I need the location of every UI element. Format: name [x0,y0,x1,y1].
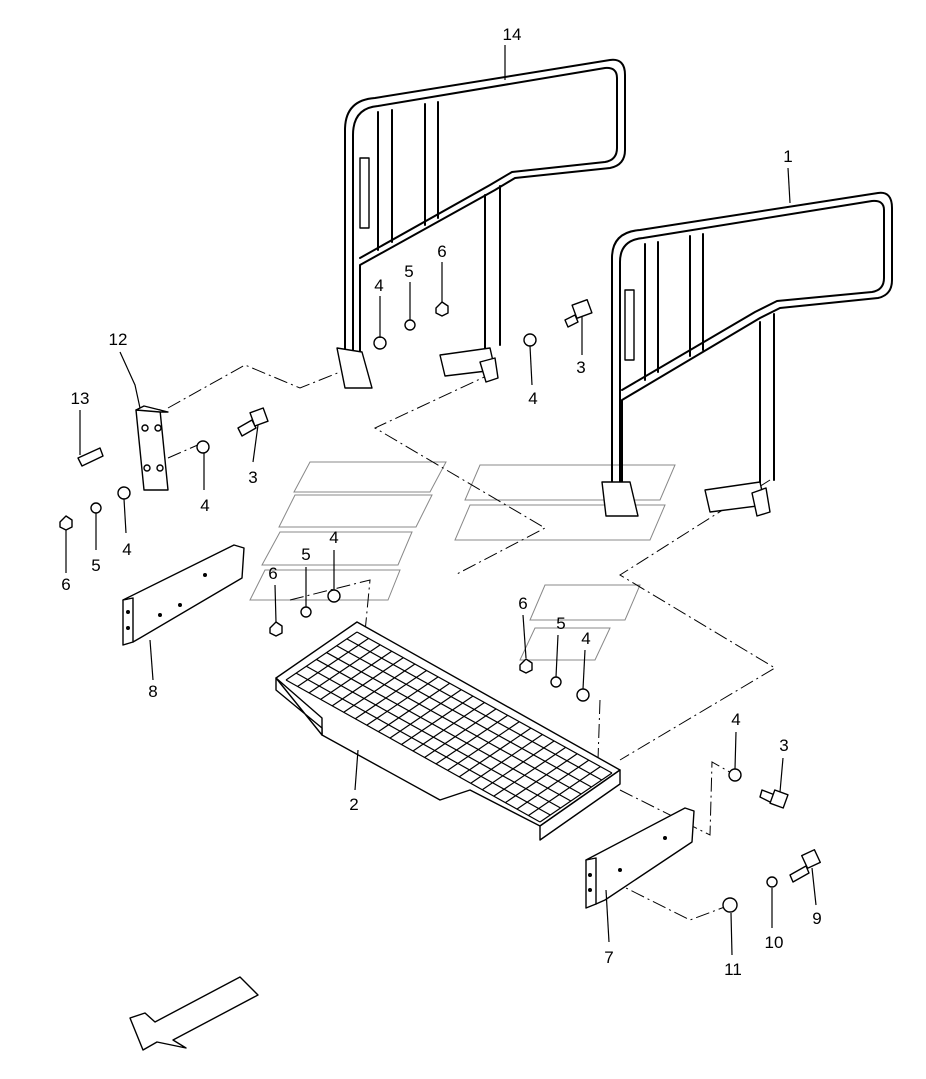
callout-3: 3 [248,468,257,487]
callout-13: 13 [71,389,90,408]
callout-3: 3 [576,358,585,377]
callout-14: 14 [503,25,522,44]
grating-bar [331,657,404,707]
grating-bar [295,672,551,816]
grating-bar [354,669,427,720]
callout-labels: 14 1 12 13 4 5 6 3 4 3 4 4 5 6 6 5 4 8 6… [61,25,821,979]
callout-5: 5 [91,556,100,575]
callout-5: 5 [301,545,310,564]
handrail-right-part-1 [601,191,893,517]
grating-bar [356,631,613,774]
callout-4: 4 [581,629,590,648]
callout-1: 1 [783,147,792,166]
grating-bar [424,708,497,758]
callout-10: 10 [765,933,784,952]
ghost-outline-shapes [249,461,676,661]
callout-4: 4 [122,540,131,559]
grating-bar [493,746,566,797]
grating-bar [346,638,603,781]
grating-bar [285,631,358,681]
callout-6: 6 [61,575,70,594]
bracket-part-7 [585,807,695,909]
grating-bar [343,663,416,713]
grating-bar [285,679,541,823]
grating-bar [412,702,485,752]
callout-12: 12 [109,330,128,349]
grating-bar [320,650,393,700]
assembly-centerlines [167,364,776,921]
grating-bar [336,645,592,788]
callout-3: 3 [779,736,788,755]
grating-bar [401,695,474,746]
grating-bar [528,766,601,817]
grating-bar [297,637,369,687]
callout-4: 4 [731,710,740,729]
grating-bar [305,665,561,809]
grating-mesh [285,631,613,823]
plate-part-12 [135,405,169,491]
grating-bar [435,714,509,765]
grating-bar [447,721,520,771]
grating-bar [326,652,582,795]
callout-4: 4 [329,528,338,547]
callout-6: 6 [437,242,446,261]
callout-8: 8 [148,682,157,701]
bracket-part-8 [122,544,245,646]
callout-7: 7 [604,948,613,967]
handrail-left-part-14 [336,58,626,389]
grating-bar [458,727,532,778]
grating-bar [505,753,578,804]
grating-bar [539,772,613,823]
grating-bar [516,759,590,810]
callout-2: 2 [349,795,358,814]
callout-5: 5 [404,262,413,281]
callout-4: 4 [374,276,383,295]
callout-6: 6 [268,564,277,583]
fasteners [59,298,822,913]
grating-step-part-2 [275,621,621,841]
grating-bar [308,644,381,694]
grating-bar [316,658,572,802]
grating-bar [378,682,451,733]
direction-arrow-icon [129,976,259,1051]
callout-4: 4 [528,389,537,408]
callout-9: 9 [812,909,821,928]
leader-lines [65,45,817,956]
grating-bar [366,676,439,726]
callout-6: 6 [518,594,527,613]
callout-11: 11 [724,960,742,979]
callout-4: 4 [200,496,209,515]
callout-5: 5 [556,614,565,633]
grating-bar [389,689,462,739]
grating-bar [481,740,555,791]
grating-bar [470,734,543,784]
